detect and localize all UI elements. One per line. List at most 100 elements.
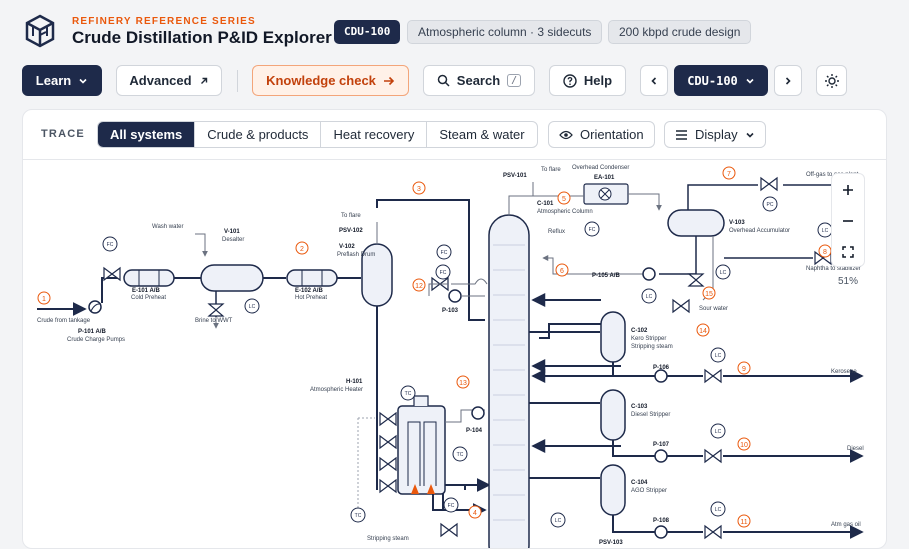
- lc-instrument[interactable]: [641, 288, 657, 304]
- lc-instrument[interactable]: [550, 512, 566, 528]
- pid-diagram: 1 2 3 4 5 6 7 8 9 10 11 12 13 14 15 FC L…: [37, 165, 887, 549]
- c104-ago-stripper[interactable]: [600, 464, 626, 516]
- sour-water-label: Sour water: [699, 306, 728, 312]
- orientation-button[interactable]: Orientation: [548, 121, 655, 148]
- fc-valve-steam[interactable]: [440, 522, 458, 538]
- to-flare-top-label: To flare: [541, 167, 561, 173]
- reflux-label: Reflux: [548, 229, 565, 235]
- p108-tag: P-108: [653, 518, 670, 524]
- plus-icon: [843, 184, 853, 195]
- tc-instrument[interactable]: [452, 446, 468, 462]
- p103-pump[interactable]: [448, 289, 462, 303]
- p101-tag: P-101 A/B: [78, 329, 106, 335]
- e101-exchanger[interactable]: [123, 269, 175, 287]
- p106-tag: P-106: [653, 365, 670, 371]
- lc-valve-sour-water[interactable]: [672, 298, 690, 314]
- v103-accumulator[interactable]: [667, 209, 725, 237]
- p106-pump[interactable]: [654, 369, 668, 383]
- unit-select[interactable]: CDU-100: [674, 65, 768, 96]
- advanced-label: Advanced: [129, 73, 192, 88]
- chevron-down-icon: [746, 78, 754, 84]
- c101-desc-label: Atmospheric Column: [537, 209, 593, 215]
- lc-valve-diesel[interactable]: [704, 448, 722, 464]
- instrument-tag: LC: [822, 228, 829, 234]
- pc-valve-offgas[interactable]: [760, 176, 778, 192]
- instrument-tag: TC: [355, 513, 362, 519]
- tc-instrument[interactable]: [400, 385, 416, 401]
- fc-instrument[interactable]: [102, 236, 118, 252]
- v101-tag: V-101: [224, 229, 240, 235]
- lc-instrument[interactable]: [710, 501, 726, 517]
- previous-unit-button[interactable]: [640, 65, 668, 96]
- pc-instrument[interactable]: [762, 196, 778, 212]
- next-unit-button[interactable]: [774, 65, 802, 96]
- instrument-tag: LC: [715, 429, 722, 435]
- lc-instrument[interactable]: [244, 298, 260, 314]
- knowledge-check-button[interactable]: Knowledge check: [252, 65, 409, 96]
- arrow-right-icon: [383, 76, 395, 85]
- p101-pump[interactable]: [88, 300, 102, 314]
- instrument-tag: PC: [767, 202, 774, 208]
- tc-instrument[interactable]: [350, 507, 366, 523]
- e102-desc-label: Hot Preheat: [295, 295, 327, 301]
- lc-instrument[interactable]: [715, 264, 731, 280]
- c102-kero-stripper[interactable]: [600, 311, 626, 363]
- lc-valve-brine[interactable]: [207, 303, 225, 317]
- fc-instrument[interactable]: [435, 264, 451, 280]
- fc-valve-feed[interactable]: [103, 266, 121, 282]
- c103-diesel-stripper[interactable]: [600, 389, 626, 441]
- p105-tag: P-105 A/B: [592, 273, 620, 279]
- orientation-label: Orientation: [580, 127, 644, 142]
- fc-instrument[interactable]: [443, 497, 459, 513]
- lc-valve-ago[interactable]: [704, 524, 722, 540]
- c102-tag: C-102: [631, 328, 648, 334]
- fc-instrument[interactable]: [436, 244, 452, 260]
- stream-1: 1: [42, 296, 46, 303]
- p105-pump[interactable]: [642, 267, 656, 281]
- c103-tag: C-103: [631, 404, 648, 410]
- learn-button[interactable]: Learn: [22, 65, 102, 96]
- display-button[interactable]: Display: [664, 121, 766, 148]
- tab-all-systems[interactable]: All systems: [98, 122, 196, 147]
- eye-icon: [559, 130, 573, 139]
- chevron-right-icon: [785, 76, 791, 85]
- p108-pump[interactable]: [654, 525, 668, 539]
- tab-heat-recovery[interactable]: Heat recovery: [321, 122, 428, 147]
- lc-valve-kerosene[interactable]: [704, 368, 722, 384]
- ea101-condenser[interactable]: [583, 183, 629, 205]
- diesel-label: Diesel: [847, 446, 864, 452]
- p104-pump[interactable]: [471, 406, 485, 420]
- tab-crude-products[interactable]: Crude & products: [195, 122, 322, 147]
- fc-valve-heater-2[interactable]: [379, 434, 397, 450]
- stream-14: 14: [699, 328, 707, 335]
- fc-valve-heater-4[interactable]: [379, 478, 397, 494]
- p107-pump[interactable]: [654, 449, 668, 463]
- instrument-tag: LC: [715, 353, 722, 359]
- to-flare-label: To flare: [341, 213, 361, 219]
- stream-12: 12: [415, 283, 423, 290]
- search-button[interactable]: Search /: [423, 65, 535, 96]
- advanced-button[interactable]: Advanced: [116, 65, 222, 96]
- fc-valve-heater-3[interactable]: [379, 456, 397, 472]
- help-button[interactable]: Help: [549, 65, 626, 96]
- lc-instrument[interactable]: [710, 347, 726, 363]
- instrument-tag: LC: [720, 270, 727, 276]
- zoom-out-button[interactable]: [832, 205, 864, 236]
- lc-instrument[interactable]: [710, 423, 726, 439]
- stream-11: 11: [740, 519, 747, 526]
- stream-10: 10: [740, 442, 748, 449]
- h101-heater[interactable]: [397, 395, 446, 495]
- e102-exchanger[interactable]: [286, 269, 338, 287]
- arrow-up-right-icon: [200, 77, 207, 84]
- v101-desalter[interactable]: [200, 264, 264, 292]
- zoom-in-button[interactable]: [832, 174, 864, 205]
- fit-to-screen-button[interactable]: [832, 236, 864, 267]
- theme-toggle-button[interactable]: [816, 65, 847, 96]
- c101-atmospheric-column[interactable]: [488, 214, 530, 549]
- v102-desc-label: Preflash Drum: [337, 252, 375, 258]
- fc-valve-heater-1[interactable]: [379, 411, 397, 427]
- fc-valve-reflux[interactable]: [687, 273, 705, 287]
- tab-steam-water[interactable]: Steam & water: [439, 127, 525, 142]
- trace-tabs: All systems Crude & products Heat recove…: [97, 121, 538, 148]
- fc-instrument[interactable]: [584, 221, 600, 237]
